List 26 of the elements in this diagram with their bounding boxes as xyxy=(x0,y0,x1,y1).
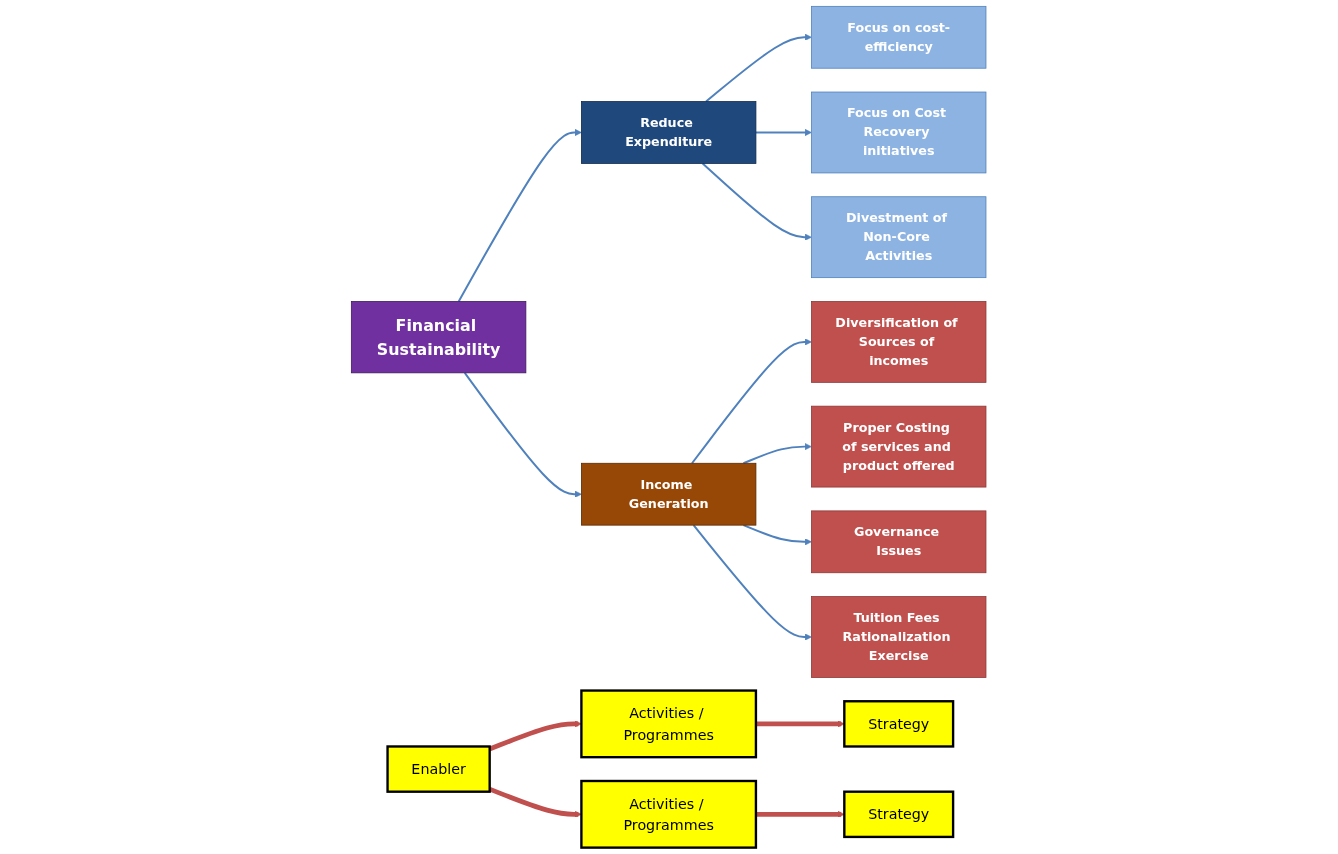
node-box: Proper Costing of services and product offered xyxy=(811,405,987,488)
node-box: Financial Sustainability xyxy=(351,301,527,374)
node-box: Activities / Programmes xyxy=(580,689,758,759)
node-box: Strategy xyxy=(843,700,955,748)
arrow xyxy=(742,524,813,546)
arrow xyxy=(692,524,813,641)
node-box: Enabler xyxy=(386,745,492,793)
node-box: Diversification of Sources of incomes xyxy=(811,301,987,383)
arrow xyxy=(755,129,813,136)
arrow xyxy=(691,338,813,465)
arrow xyxy=(464,371,583,498)
arrow xyxy=(756,720,845,728)
arrow xyxy=(702,162,813,241)
node-box: Governance Issues xyxy=(811,510,987,574)
node-box: Focus on Cost Recovery initiatives xyxy=(811,91,987,174)
arrow xyxy=(705,33,813,103)
node-box: Reduce Expenditure xyxy=(581,101,757,164)
node-box: Activities / Programmes xyxy=(580,779,758,849)
node-box: Income Generation xyxy=(581,462,757,526)
arrow xyxy=(756,810,845,818)
node-box: Focus on cost-efficiency xyxy=(811,5,987,69)
arrow xyxy=(458,129,583,303)
node-box: Strategy xyxy=(843,790,955,839)
arrow xyxy=(742,443,813,465)
node-box: Tuition Fees Rationalization Exercise xyxy=(811,596,987,678)
node-box: Divestment of Non-Core Activities xyxy=(811,196,987,279)
